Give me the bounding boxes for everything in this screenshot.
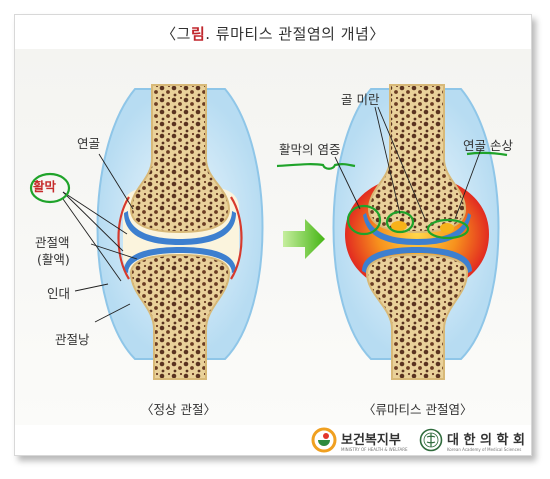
ra-joint	[276, 84, 508, 380]
synovium-marker-circle	[29, 172, 71, 204]
title-rest: . 류마티스 관절염의 개념〉	[205, 25, 385, 43]
label-cartilage: 연골	[77, 136, 101, 151]
title-highlight: 림	[190, 25, 206, 43]
normal-upper-cartilage	[124, 211, 236, 245]
marker-circle-cartilage	[426, 218, 470, 240]
marker-underline-synovitis	[276, 163, 356, 170]
normal-synovium-left	[117, 196, 130, 280]
marker-circle-erosion	[385, 210, 415, 234]
org1-subtitle: MINISTRY OF HEALTH & WELFARE	[341, 447, 408, 452]
progression-arrow	[283, 219, 325, 259]
org2-subtitle: Korean Academy of Medical Sciences	[447, 447, 522, 452]
normal-lower-bone	[129, 253, 231, 380]
label-cartilage-damage: 연골 손상	[463, 138, 513, 153]
erosion-spot	[391, 221, 407, 231]
ra-lower-bone	[365, 253, 469, 380]
label-bone-erosion: 골 미란	[341, 92, 380, 107]
org2-name: 대 한 의 학 회	[447, 433, 525, 448]
erosion-spot	[440, 223, 454, 233]
label-synovial-fluid-alt: (활액)	[37, 252, 70, 267]
marker-circle-synovitis	[346, 204, 382, 236]
ministry-logo-icon	[311, 427, 337, 453]
footer: 보건복지부 MINISTRY OF HEALTH & WELFARE 대 한 의…	[15, 425, 531, 455]
joint-illustration	[62, 84, 508, 380]
org1-name: 보건복지부	[341, 433, 401, 448]
label-joint-capsule: 관절낭	[55, 332, 90, 347]
academy-seal-icon	[419, 428, 443, 452]
illustration-panel: 연골 활막 관절액 (활액) 인대 관절낭 〈정상 관절〉 골 미란 활막의 염…	[15, 49, 531, 425]
label-synovium: 활막	[33, 179, 57, 194]
title-prefix: 〈그	[161, 25, 191, 43]
figure-frame: 〈그림. 류마티스 관절염의 개념〉	[14, 14, 532, 456]
normal-lower-cartilage	[124, 247, 236, 273]
ra-lower-cartilage	[362, 247, 472, 273]
label-synovitis: 활막의 염증	[279, 142, 341, 157]
normal-joint	[62, 84, 264, 380]
figure-title: 〈그림. 류마티스 관절염의 개념〉	[15, 23, 531, 44]
normal-synovium-right	[230, 196, 243, 280]
label-ligament: 인대	[47, 286, 71, 301]
marker-underline-cartilage	[466, 151, 508, 157]
caption-ra-joint: 〈류마티스 관절염〉	[363, 402, 473, 417]
ra-upper-bone	[367, 84, 467, 234]
caption-normal-joint: 〈정상 관절〉	[141, 402, 216, 417]
label-synovial-fluid: 관절액	[35, 235, 70, 250]
normal-upper-bone	[129, 84, 231, 234]
